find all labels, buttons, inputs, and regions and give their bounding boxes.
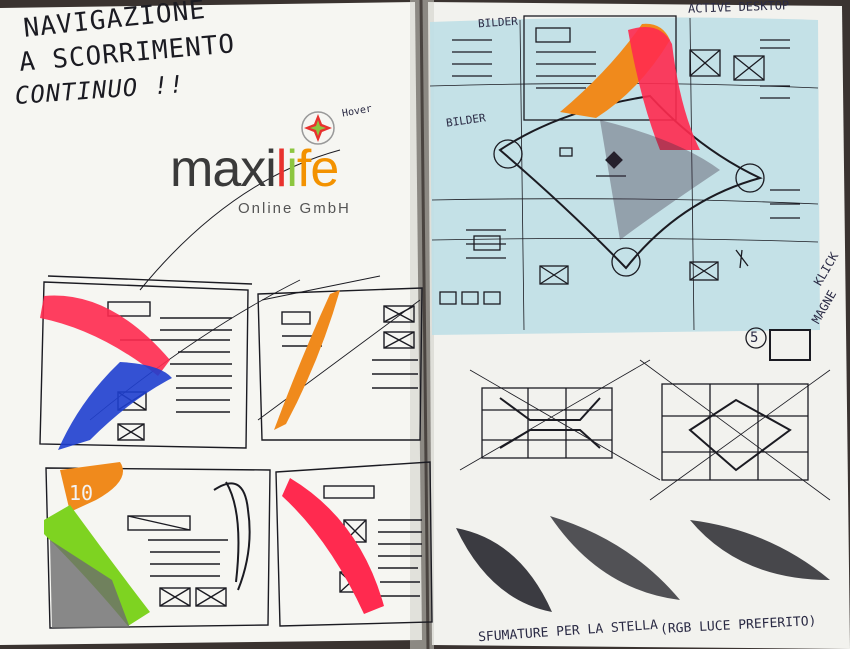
logo-subtitle: Online GmbH — [238, 200, 351, 217]
red-marker-stroke — [40, 295, 170, 376]
orange-marker-left — [274, 290, 340, 430]
logo-word-i: i — [286, 140, 298, 198]
grey-marker-fill — [50, 540, 130, 628]
shading-stroke-2 — [550, 516, 680, 600]
logo-wordmark: maxilife — [170, 140, 339, 198]
orange-marker-corner — [60, 462, 123, 512]
gutter-line — [419, 0, 430, 649]
blue-marker-stroke — [58, 362, 172, 450]
logo-word-maxi: maxi — [170, 140, 277, 198]
green-marker-stroke — [44, 505, 150, 626]
shading-stroke-3 — [690, 520, 830, 580]
logo-word-l: l — [275, 140, 288, 198]
left-wireframes — [39, 149, 433, 629]
shading-stroke-1 — [456, 528, 552, 612]
number-five-label: 5 — [750, 330, 759, 346]
maxilife-logo-mark — [301, 111, 335, 145]
logo-word-fe: fe — [296, 140, 339, 198]
red-marker-stroke-2 — [282, 478, 384, 614]
star-shading — [600, 120, 720, 240]
number-ten-label: 10 — [69, 481, 94, 505]
bilder-label-top: BILDER — [477, 14, 519, 31]
red-marker-right — [628, 27, 700, 150]
